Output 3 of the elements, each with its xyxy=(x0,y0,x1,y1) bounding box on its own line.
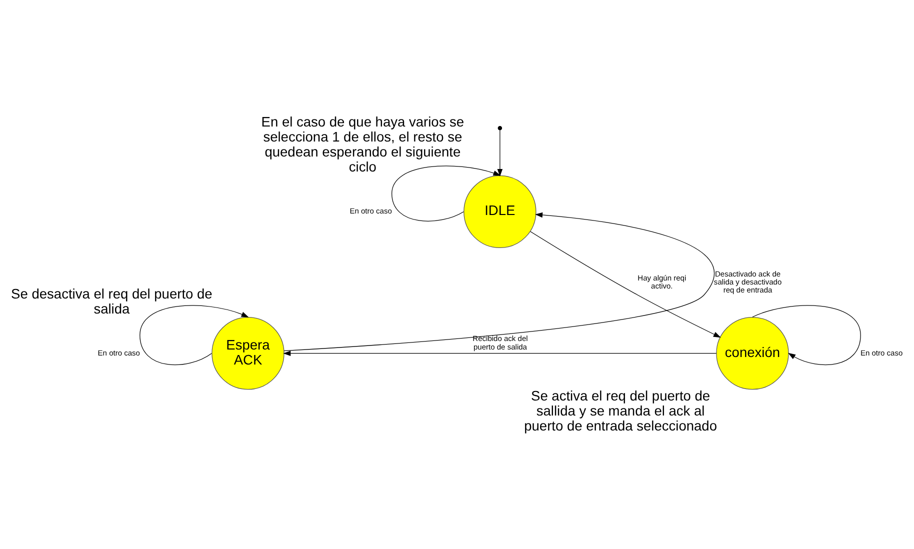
node-label: Se activa el req del puerto de sallida y se manda el ack al puerto de entrada seleccionado xyxy=(524,388,718,433)
node-label: En el caso de que haya varios se selecciona 1 de ellos, el resto se quedean esperando el siguiente ciclo xyxy=(261,114,464,174)
node-label: Se desactiva el req del puerto de salida xyxy=(11,286,212,316)
